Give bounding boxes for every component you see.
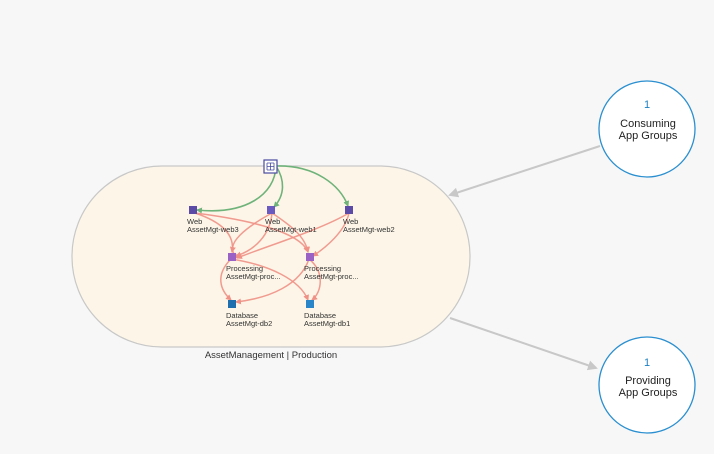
providing-label-line1: Providing — [625, 375, 671, 387]
node-name-label: AssetMgt-web3 — [187, 225, 239, 234]
node-name-label: AssetMgt-proc... — [226, 272, 281, 281]
node-type-label: Web — [343, 217, 358, 226]
node-type-label: Database — [226, 311, 258, 320]
node-type-label: Processing — [304, 264, 341, 273]
node-database-assetmgt-db1[interactable]: Database AssetMgt-db1 — [304, 300, 350, 328]
consuming-label-line1: Consuming — [620, 118, 676, 130]
node-processing-2[interactable]: Processing AssetMgt-proc... — [304, 253, 359, 281]
providing-app-groups-node[interactable]: 1 Providing App Groups — [598, 336, 696, 434]
node-name-label: AssetMgt-web2 — [343, 225, 395, 234]
node-web-assetmgt-web1[interactable]: Web AssetMgt-web1 — [265, 206, 317, 234]
consuming-app-groups-node[interactable]: 1 Consuming App Groups — [598, 80, 696, 178]
node-type-label: Processing — [226, 264, 263, 273]
node-name-label: AssetMgt-proc... — [304, 272, 359, 281]
providing-connection-arrow — [449, 317, 598, 371]
node-web-assetmgt-web2[interactable]: Web AssetMgt-web2 — [343, 206, 395, 234]
node-processing-1[interactable]: Processing AssetMgt-proc... — [226, 253, 281, 281]
node-name-label: AssetMgt-db1 — [304, 319, 350, 328]
node-name-label: AssetMgt-db2 — [226, 319, 272, 328]
ingress-edges — [196, 165, 350, 214]
app-group-label: AssetManagement | Production — [205, 350, 337, 361]
consuming-count: 1 — [644, 99, 650, 111]
node-type-label: Database — [304, 311, 336, 320]
node-type-label: Web — [265, 217, 280, 226]
providing-label-line2: App Groups — [619, 387, 678, 399]
node-database-assetmgt-db2[interactable]: Database AssetMgt-db2 — [226, 300, 272, 328]
node-web-assetmgt-web3[interactable]: Web AssetMgt-web3 — [187, 206, 239, 234]
consuming-connection-arrow — [448, 145, 601, 198]
dependency-edges — [194, 212, 350, 305]
grid-icon[interactable] — [263, 159, 278, 174]
node-name-label: AssetMgt-web1 — [265, 225, 317, 234]
consuming-label-line2: App Groups — [619, 130, 678, 142]
node-type-label: Web — [187, 217, 202, 226]
providing-count: 1 — [644, 357, 650, 369]
